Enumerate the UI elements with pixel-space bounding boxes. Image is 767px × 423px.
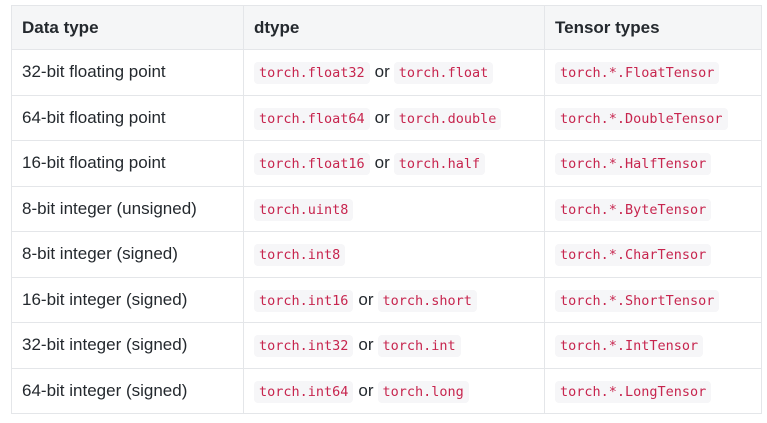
- dtype-code: torch.int16: [254, 289, 354, 312]
- dtype-code: torch.float16: [254, 153, 370, 176]
- or-connector: or: [374, 62, 390, 82]
- dtype-code: torch.double: [393, 107, 502, 130]
- table-row: 8-bit integer (signed) torch.int8 torch.*.…: [11, 231, 762, 278]
- cell-data-type: 8-bit integer (signed): [11, 231, 244, 278]
- cell-tensor-type: torch.*.ByteTensor: [544, 185, 762, 232]
- cell-data-type: 64-bit floating point: [11, 94, 244, 141]
- tensor-type-code: torch.*.ShortTensor: [555, 289, 720, 312]
- table-header: Data type dtype Tensor types: [11, 5, 762, 50]
- cell-tensor-type: torch.*.FloatTensor: [544, 49, 762, 96]
- cell-tensor-type: torch.*.ShortTensor: [544, 276, 762, 323]
- dtype-table: Data type dtype Tensor types 32-bit floa…: [11, 5, 762, 414]
- tensor-type-code: torch.*.FloatTensor: [555, 62, 720, 85]
- dtype-code: torch.half: [393, 153, 486, 176]
- cell-data-type: 8-bit integer (unsigned): [11, 185, 244, 232]
- tensor-type-code: torch.*.HalfTensor: [555, 153, 712, 176]
- or-connector: or: [358, 289, 374, 309]
- header-tensor-types: Tensor types: [544, 5, 762, 50]
- dtype-code: torch.float: [393, 62, 494, 85]
- header-row: Data type dtype Tensor types: [11, 5, 762, 50]
- dtype-code: torch.float64: [254, 107, 370, 130]
- or-connector: or: [374, 107, 390, 127]
- header-dtype: dtype: [243, 5, 545, 50]
- dtype-code: torch.float32: [254, 62, 370, 85]
- cell-data-type: 32-bit integer (signed): [11, 322, 244, 369]
- tensor-type-code: torch.*.CharTensor: [555, 244, 712, 267]
- tensor-type-code: torch.*.IntTensor: [555, 335, 704, 358]
- or-connector: or: [374, 153, 390, 173]
- cell-tensor-type: torch.*.DoubleTensor: [544, 94, 762, 141]
- dtype-table-container: Data type dtype Tensor types 32-bit floa…: [11, 5, 762, 414]
- dtype-code: torch.int: [377, 335, 461, 358]
- dtype-code: torch.long: [377, 380, 469, 403]
- header-data-type: Data type: [11, 5, 244, 50]
- tensor-type-code: torch.*.ByteTensor: [555, 198, 712, 221]
- cell-dtype: torch.uint8: [243, 185, 545, 232]
- or-connector: or: [358, 335, 374, 355]
- dtype-code: torch.int64: [254, 380, 354, 403]
- dtype-code: torch.int8: [254, 244, 346, 267]
- cell-data-type: 16-bit floating point: [11, 140, 244, 187]
- cell-data-type: 32-bit floating point: [11, 49, 244, 96]
- dtype-code: torch.int32: [254, 335, 354, 358]
- or-connector: or: [358, 380, 374, 400]
- dtype-code: torch.short: [377, 289, 477, 312]
- dtype-code: torch.uint8: [254, 198, 354, 221]
- table-row: 8-bit integer (unsigned) torch.uint8 torch…: [11, 185, 762, 232]
- cell-tensor-type: torch.*.IntTensor: [544, 322, 762, 369]
- cell-dtype: torch.int8: [243, 231, 545, 278]
- cell-tensor-type: torch.*.LongTensor: [544, 367, 762, 414]
- cell-data-type: 16-bit integer (signed): [11, 276, 244, 323]
- tensor-type-code: torch.*.LongTensor: [555, 380, 712, 403]
- cell-tensor-type: torch.*.CharTensor: [544, 231, 762, 278]
- tensor-type-code: torch.*.DoubleTensor: [555, 107, 728, 130]
- cell-data-type: 64-bit integer (signed): [11, 367, 244, 414]
- cell-tensor-type: torch.*.HalfTensor: [544, 140, 762, 187]
